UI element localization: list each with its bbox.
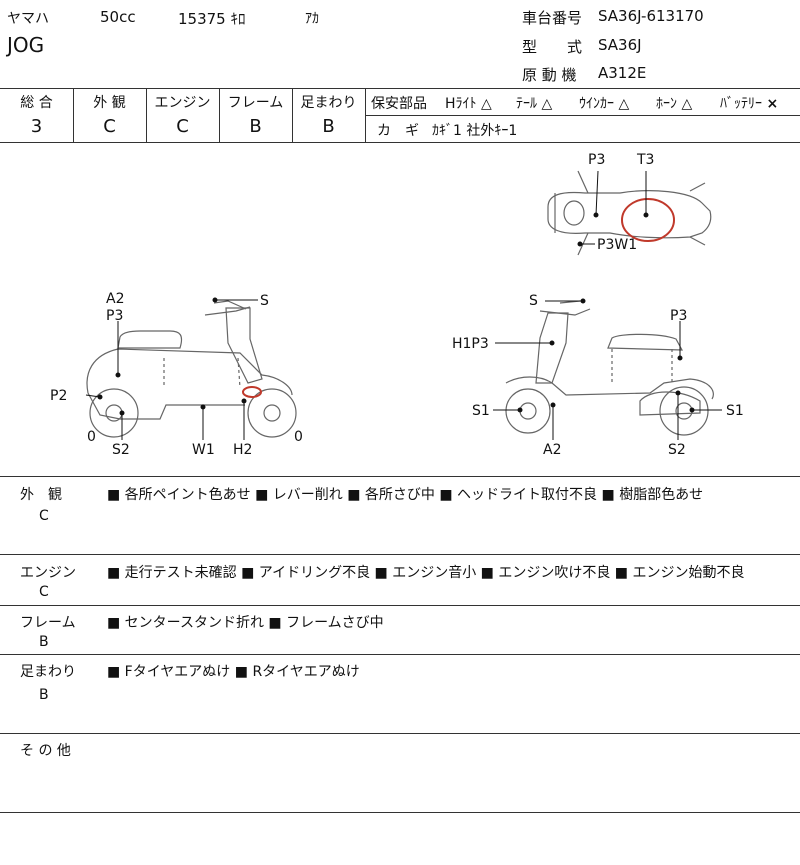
section-notes: ■ センタースタンド折れ ■ フレームさび中 [107,615,384,631]
section-grade: B [39,634,49,650]
grade-header-suspension: 足まわり [300,95,357,111]
grade-header-frame: フレーム [227,95,284,111]
diagram-label: P3 [588,152,605,168]
section-grade: C [39,508,49,524]
diagram-label: S [260,293,269,309]
section-notes: ■ Fタイヤエアぬけ ■ Rタイヤエアぬけ [107,664,360,680]
diagram-label: S2 [112,442,130,458]
section-notes: ■ 走行テスト未確認 ■ アイドリング不良 ■ エンジン音小 ■ エンジン吹け不… [107,565,745,581]
safety-parts-label: 保安部品 [371,96,427,112]
divider [0,654,800,655]
grade-value-overall: 3 [30,116,43,137]
divider [0,554,800,555]
divider [292,88,293,142]
diagram-label: A2 [543,442,561,458]
key-value: ｶｷﾞ1 社外ｷｰ1 [432,123,518,139]
part-headlight: Hﾗｲﾄ △ [445,96,492,112]
grade-value-frame: B [249,116,262,137]
scooter-right-view [505,300,714,436]
grade-value-exterior: C [103,116,116,137]
color: ｱｶ [305,11,319,27]
grade-header-engine: エンジン [154,95,211,111]
divider [365,88,366,142]
mileage: 15375 ｷﾛ [178,10,246,28]
section-label: 足まわり [20,664,76,680]
section-grade: B [39,687,49,703]
model-name: JOG [7,33,45,57]
grade-header-overall: 総 合 [20,95,53,111]
section-label: 外 観 [20,487,62,503]
section-label: そ の 他 [20,743,71,759]
divider [0,88,800,89]
diagram-label: P2 [50,388,67,404]
diagram-label: A2 [106,291,124,307]
frame-number-value: SA36J-613170 [598,7,704,25]
scooter-damage-diagram: P3 T3 P3W1 A2 P3 S P2 0 S2 W1 H2 0 S H1P… [50,152,744,458]
divider [0,605,800,606]
part-horn: ﾎｰﾝ △ [656,96,693,112]
damage-mark-engine [242,386,262,398]
type-label: 型 式 [522,38,583,56]
section-label: エンジン [20,565,76,581]
key-label: カ ギ [377,123,419,139]
diagram-label: T3 [636,152,654,168]
maker: ヤマハ [7,11,49,27]
frame-number-label: 車台番号 [522,9,583,27]
part-battery: ﾊﾞｯﾃﾘｰ × [720,96,779,112]
diagram-label: P3W1 [597,237,637,253]
diagram-label: S [529,293,538,309]
grade-value-engine: C [176,116,189,137]
part-winker: ｳｲﾝｶｰ △ [579,96,630,112]
diagram-label: S1 [472,403,490,419]
grade-header-exterior: 外 観 [93,95,126,111]
divider [365,115,800,116]
displacement: 50cc [100,8,136,26]
divider [146,88,147,142]
engine-value: A312E [598,64,647,82]
divider [0,733,800,734]
diagram-label: P3 [670,308,687,324]
divider [219,88,220,142]
damage-mark-seat [621,198,675,242]
type-value: SA36J [598,36,642,54]
divider [73,88,74,142]
diagram-label: S1 [726,403,744,419]
diagram-label: P3 [106,308,123,324]
section-label: フレーム [20,615,76,631]
engine-label: 原 動 機 [522,66,577,84]
grade-value-suspension: B [322,116,335,137]
diagram-label: 0 [294,429,303,445]
section-grade: C [39,584,49,600]
section-notes: ■ 各所ペイント色あせ ■ レバー削れ ■ 各所さび中 ■ ヘッドライト取付不良… [107,487,704,503]
divider [0,812,800,813]
divider [0,476,800,477]
scooter-left-view [86,300,297,438]
diagram-label: H2 [233,442,252,458]
diagram-label: 0 [87,429,96,445]
part-taillight: ﾃｰﾙ △ [516,96,553,112]
divider [0,142,800,143]
diagram-label: H1P3 [452,336,489,352]
diagram-label: S2 [668,442,686,458]
diagram-label: W1 [192,442,215,458]
